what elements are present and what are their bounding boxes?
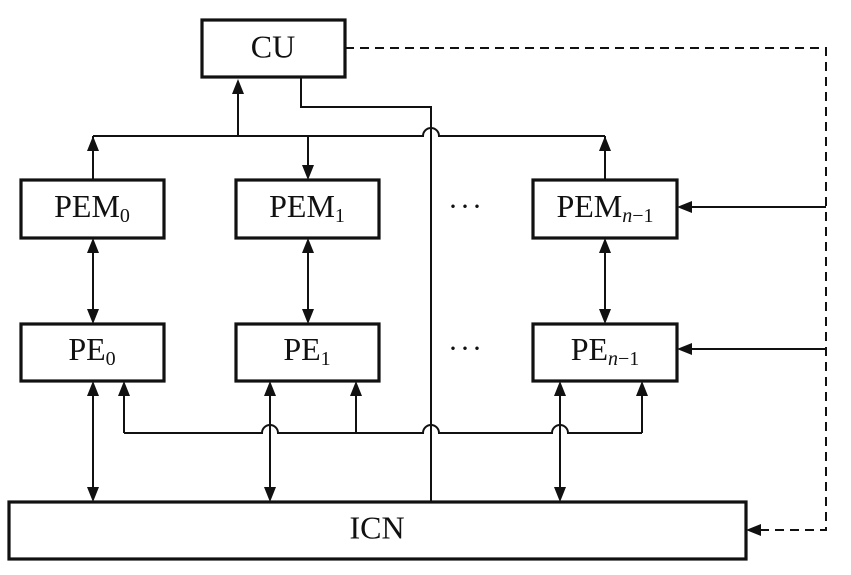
pem0-box: PEM0	[19, 178, 166, 240]
pe1-icn-arrow-up	[264, 381, 276, 396]
pemn-up-arrow	[599, 136, 611, 151]
pem1-box: PEM1	[234, 178, 381, 240]
pemn-box: PEMn−1	[531, 178, 679, 240]
pem-top-bus	[93, 127, 605, 137]
pem0-label: PEM0	[54, 188, 130, 226]
pemn-pen-arrow-up	[599, 238, 611, 253]
pemn-pen-arrow-down	[599, 309, 611, 324]
pem1-pe1-arrow-up	[302, 238, 314, 253]
pe0-label: PE0	[68, 331, 115, 369]
cu-label: CU	[251, 28, 295, 64]
pem1-label: PEM1	[269, 188, 345, 226]
control-pen-arrow	[677, 343, 692, 355]
bus-pe1-arrow	[350, 381, 362, 396]
pe-bottom-bus	[124, 424, 642, 434]
control-pemn-arrow	[677, 201, 692, 213]
pen-box: PEn−1	[531, 322, 679, 383]
pe0-box: PE0	[19, 322, 166, 383]
pe0-icn-arrow-up	[87, 381, 99, 396]
pem0-pe0-arrow-up	[87, 238, 99, 253]
pem1-pe1-arrow-down	[302, 309, 314, 324]
cu-box: CU	[200, 18, 347, 79]
bus-pe0-arrow	[118, 381, 130, 396]
icn-dashed-arrow	[746, 524, 761, 536]
pe1-box: PE1	[234, 322, 381, 383]
pem1-down-arrow	[302, 165, 314, 180]
pen-icn-arrow-up	[554, 381, 566, 396]
pem-ellipsis: ···	[448, 190, 484, 223]
pem0-pe0-arrow-down	[87, 309, 99, 324]
icn-box: ICN	[7, 500, 748, 561]
pe1-label: PE1	[283, 331, 330, 369]
pe1-icn-arrow-down	[264, 487, 276, 502]
pen-icn-arrow-down	[554, 487, 566, 502]
control-dashed-line	[345, 47, 827, 531]
bus-pen-arrow	[636, 381, 648, 396]
pe-ellipsis: ···	[448, 332, 484, 365]
pem0-up-arrow	[87, 136, 99, 151]
pemn-label: PEMn−1	[556, 188, 653, 226]
pe0-icn-arrow-down	[87, 487, 99, 502]
cu-icn-line	[300, 77, 432, 502]
pen-label: PEn−1	[571, 331, 640, 369]
icn-label: ICN	[349, 509, 404, 545]
cu-input-arrow	[232, 79, 244, 94]
